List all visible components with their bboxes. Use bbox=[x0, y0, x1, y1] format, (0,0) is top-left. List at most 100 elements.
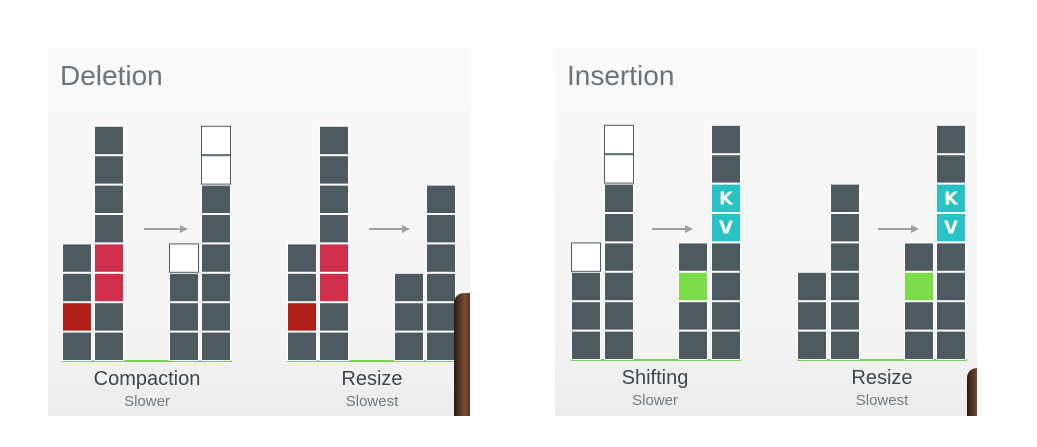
resize-ins-col3-cell-3 bbox=[904, 242, 934, 272]
shifting-col1-cell-3 bbox=[571, 242, 601, 272]
shifting-col3-cell-2 bbox=[678, 271, 708, 302]
resize-del-col2-cell-2 bbox=[319, 272, 349, 303]
deletion-panel: Deletion Compaction Slower Resize Slowes… bbox=[48, 48, 470, 416]
compaction-col2-cell-1 bbox=[94, 302, 124, 332]
compaction-col4-cell-6 bbox=[201, 155, 231, 185]
compaction-col4-cell-5 bbox=[201, 184, 231, 215]
shifting-col2-cell-5 bbox=[604, 183, 634, 214]
resize-ins-col4-cell-6 bbox=[936, 154, 966, 184]
compaction-col3-cell-0 bbox=[169, 331, 199, 362]
shifting-col2-cell-3 bbox=[604, 242, 634, 272]
compaction-col3-cell-2 bbox=[169, 272, 199, 303]
resize-del-col1-cell-0 bbox=[287, 331, 317, 362]
resize-ins-col2-cell-5 bbox=[830, 183, 860, 214]
key-letter: K bbox=[944, 188, 959, 209]
shifting-col2-cell-7 bbox=[604, 124, 634, 155]
resize-del-col3-cell-2 bbox=[394, 272, 424, 303]
shifting-col4-cell-5 bbox=[711, 183, 741, 214]
resize-del-col2-cell-3 bbox=[319, 243, 349, 273]
resize-del-col4-cell-5 bbox=[426, 184, 456, 215]
shifting-col1-cell-0 bbox=[571, 330, 601, 361]
shifting-col4-cell-7 bbox=[711, 124, 741, 155]
value-letter: V bbox=[719, 218, 733, 239]
resize-del-col4-cell-3 bbox=[426, 243, 456, 273]
resize-ins-col2-cell-4 bbox=[830, 213, 860, 243]
resize-del-arrow-head bbox=[402, 225, 410, 233]
resize-del-col1-cell-2 bbox=[287, 272, 317, 303]
resize-label-deletion: Resize bbox=[341, 368, 403, 390]
resize-ins-col4-cell-0 bbox=[936, 330, 966, 361]
shifting-col3-cell-1 bbox=[678, 301, 708, 331]
resize-sublabel-deletion: Slowest bbox=[345, 393, 399, 410]
compaction-col3-cell-3 bbox=[169, 243, 199, 273]
shifting-col2-cell-6 bbox=[604, 154, 634, 184]
resize-ins-col4-cell-2 bbox=[936, 271, 966, 302]
resize-del-col1-cell-1 bbox=[287, 302, 317, 332]
shifting-col4-cell-1 bbox=[711, 301, 741, 331]
resize-del-col4-cell-1 bbox=[426, 302, 456, 332]
resize-del-col2-cell-1 bbox=[319, 302, 349, 332]
compaction-col2-cell-4 bbox=[94, 214, 124, 244]
deletion-title: Deletion bbox=[60, 60, 163, 91]
shifting-col3-cell-3 bbox=[678, 242, 708, 272]
presenter-edge bbox=[454, 293, 470, 416]
compaction-sublabel: Slower bbox=[124, 393, 170, 410]
compaction-label: Compaction bbox=[93, 368, 201, 390]
shifting-col1-cell-1 bbox=[571, 301, 601, 331]
resize-ins-col4-cell-7 bbox=[936, 124, 966, 155]
resize-ins-col2-cell-0 bbox=[830, 330, 860, 361]
shifting-col4-cell-6 bbox=[711, 154, 741, 184]
shifting-col4-cell-3 bbox=[711, 242, 741, 272]
compaction-col2-cell-6 bbox=[94, 155, 124, 185]
resize-del-col3-cell-0 bbox=[394, 331, 424, 362]
compaction-col4-cell-4 bbox=[201, 214, 231, 244]
shifting-col2-cell-4 bbox=[604, 213, 634, 243]
compaction-col2-cell-0 bbox=[94, 331, 124, 362]
shifting-col2-cell-1 bbox=[604, 301, 634, 331]
shifting-arrow-head bbox=[685, 225, 693, 233]
insertion-title: Insertion bbox=[567, 60, 675, 91]
compaction-col2-cell-2 bbox=[94, 272, 124, 303]
compaction-col4-cell-2 bbox=[201, 272, 231, 303]
resize-del-col2-cell-5 bbox=[319, 184, 349, 215]
resize-del-col2-cell-6 bbox=[319, 155, 349, 185]
compaction-col4-cell-0 bbox=[201, 331, 231, 362]
compaction-col2-cell-7 bbox=[94, 125, 124, 156]
resize-ins-col1-cell-2 bbox=[797, 271, 827, 302]
compaction-col4-cell-7 bbox=[201, 125, 231, 156]
resize-ins-col2-cell-3 bbox=[830, 242, 860, 272]
presenter-edge-right bbox=[967, 368, 977, 416]
compaction-col4-cell-3 bbox=[201, 243, 231, 273]
compaction-col1-cell-2 bbox=[62, 272, 92, 303]
compaction-col1-cell-0 bbox=[62, 331, 92, 362]
resize-ins-col2-cell-1 bbox=[830, 301, 860, 331]
resize-sublabel-insertion: Slowest bbox=[855, 392, 909, 409]
compaction-col4-cell-1 bbox=[201, 302, 231, 332]
compaction-col2-cell-5 bbox=[94, 184, 124, 215]
shifting-col2-cell-0 bbox=[604, 330, 634, 361]
shifting-sublabel: Slower bbox=[632, 392, 678, 409]
shifting-col4-cell-0 bbox=[711, 330, 741, 361]
resize-ins-col2-cell-2 bbox=[830, 271, 860, 302]
shifting-col1-cell-2 bbox=[571, 271, 601, 302]
resize-ins-col3-cell-2 bbox=[904, 271, 934, 302]
shifting-col3-cell-0 bbox=[678, 330, 708, 361]
resize-del-col2-cell-7 bbox=[319, 125, 349, 156]
resize-ins-col4-cell-4 bbox=[936, 213, 966, 243]
resize-ins-col1-cell-0 bbox=[797, 330, 827, 361]
resize-del-col1-cell-3 bbox=[287, 243, 317, 273]
deletion-diagrams bbox=[62, 125, 457, 362]
resize-ins-col4-cell-1 bbox=[936, 301, 966, 331]
resize-del-col4-cell-0 bbox=[426, 331, 456, 362]
compaction-col2-cell-3 bbox=[94, 243, 124, 273]
resize-del-col2-cell-4 bbox=[319, 214, 349, 244]
compaction-col1-cell-3 bbox=[62, 243, 92, 273]
compaction-col1-cell-1 bbox=[62, 302, 92, 332]
resize-ins-col4-cell-5 bbox=[936, 183, 966, 214]
resize-ins-col3-cell-0 bbox=[904, 330, 934, 361]
resize-del-col2-cell-0 bbox=[319, 331, 349, 362]
shifting-label: Shifting bbox=[621, 367, 689, 389]
key-letter: K bbox=[719, 188, 734, 209]
